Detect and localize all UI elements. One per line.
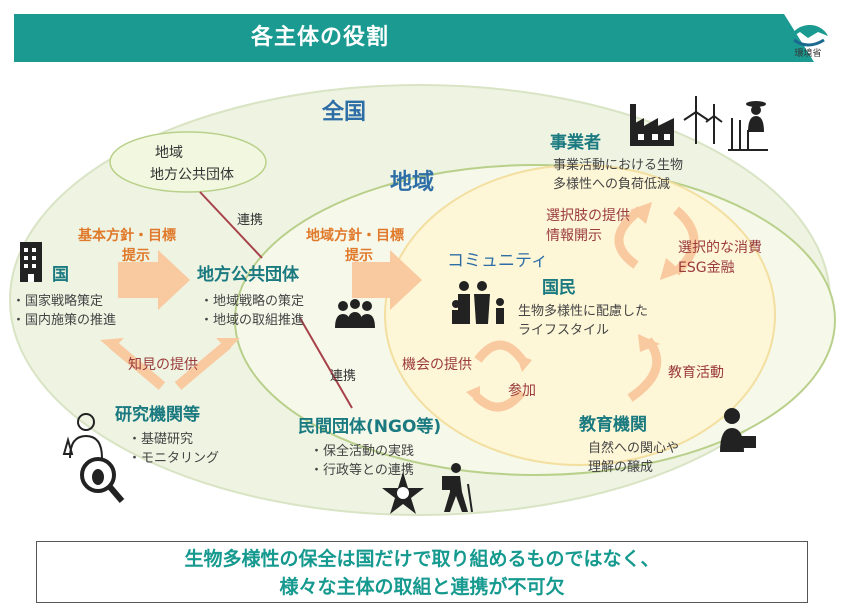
diagram-canvas (9, 84, 836, 516)
local-gov-top-line2: 地方公共団体 (150, 167, 234, 183)
family-icon (452, 281, 504, 324)
selective-label-1: 選択的な消費 (678, 240, 762, 256)
education-item-1: 自然への関心や (588, 441, 680, 456)
farmer-icon (728, 101, 768, 151)
research-item-2: ・モニタリング (128, 451, 220, 466)
business-item-2: 多様性への負荷低減 (553, 177, 671, 192)
conclusion-line-1: 生物多様性の保全は国だけで取り組めるものではなく、 (184, 548, 660, 570)
choices-label-2: 情報開示 (546, 228, 602, 244)
business-cycle-arrows (614, 206, 699, 276)
nation-item-1: ・国家戦略策定 (12, 294, 104, 309)
link-label-top: 連携 (237, 213, 264, 228)
citizen-item-2: ライフスタイル (518, 323, 610, 338)
education-item-2: 理解の醸成 (588, 460, 654, 475)
ministry-logo-icon (790, 24, 828, 47)
choices-label-1: 選択肢の提供 (546, 208, 630, 224)
link-label-bottom: 連携 (330, 369, 357, 384)
ngo-label: 民間団体(NGO等) (298, 417, 442, 437)
education-label: 教育機関 (579, 415, 647, 435)
conclusion-line-2: 様々な主体の取組と連携が不可欠 (279, 576, 565, 598)
selective-label-2: ESG金融 (678, 260, 735, 276)
teacher-icon (720, 408, 756, 452)
community-zone (384, 164, 776, 466)
citizen-item-1: 生物多様性に配慮した (518, 304, 649, 319)
bug-magnifier-icon (80, 457, 125, 503)
factory-icon (630, 104, 674, 146)
local-gov-top-line1: 地域 (155, 145, 183, 161)
zone-label-regional: 地域 (390, 170, 435, 195)
local-gov-ellipse (109, 131, 267, 193)
knowledge-label: 知見の提供 (128, 357, 198, 373)
ngo-item-2: ・行政等との連携 (310, 463, 414, 478)
research-item-1: ・基礎研究 (128, 432, 194, 447)
building-icon (20, 242, 42, 282)
ngo-item-1: ・保全活動の実践 (310, 444, 415, 459)
research-label: 研究機関等 (115, 405, 200, 425)
local-policy-label-2: 提示 (345, 248, 373, 264)
wind-turbine-icon (683, 96, 723, 144)
nation-item-2: ・国内施策の推進 (12, 313, 117, 328)
basic-policy-label-1: 基本方針・目標 (78, 228, 176, 244)
edu-activity-label: 教育活動 (668, 365, 724, 381)
local-gov-label: 地方公共団体 (197, 265, 299, 285)
researcher-icon (62, 413, 103, 459)
citizen-label: 国民 (542, 278, 576, 298)
zone-label-national: 全国 (322, 100, 367, 125)
basic-policy-label-2: 提示 (122, 248, 150, 264)
link-line-top (199, 191, 263, 259)
participation-label: 参加 (508, 383, 536, 399)
local-policy-label-1: 地域方針・目標 (306, 228, 404, 244)
ministry-name: 環境省 (794, 49, 822, 59)
page-title: 各主体の役割 (250, 25, 389, 50)
link-line-bottom (299, 317, 353, 409)
local-gov-item-1: ・地域戦略の策定 (200, 294, 305, 309)
local-policy-arrow (352, 250, 422, 310)
hiker-icon (442, 463, 473, 513)
conclusion-box: 生物多様性の保全は国だけで取り組めるものではなく、 様々な主体の取組と連携が不可… (36, 541, 808, 603)
local-gov-item-2: ・地域の取組推進 (200, 313, 305, 328)
group-icon (335, 299, 375, 328)
knowledge-arrows (100, 338, 240, 390)
title-banner (14, 14, 814, 62)
business-label: 事業者 (550, 133, 601, 153)
zone-label-community: コミュニティ (447, 251, 548, 271)
nation-label: 国 (52, 265, 69, 285)
opportunity-label: 機会の提供 (402, 357, 472, 373)
hands-circle-icon (382, 472, 424, 514)
business-item-1: 事業活動における生物 (553, 158, 684, 173)
basic-policy-arrow (118, 250, 190, 310)
